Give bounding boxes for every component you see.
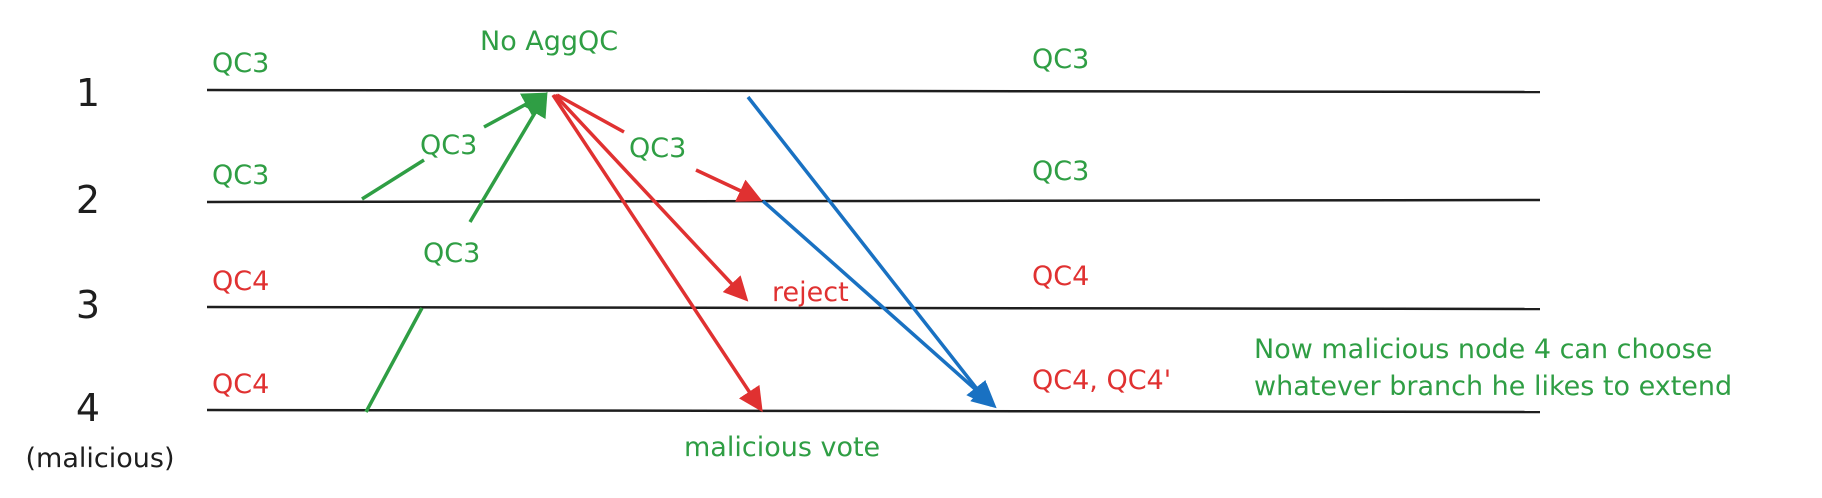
left-qc-node-2: QC3 — [212, 160, 269, 191]
left-qc-node-4: QC4 — [212, 369, 269, 400]
right-qc-node-4: QC4, QC4' — [1032, 365, 1171, 396]
node-label-1: 1 — [76, 71, 100, 115]
label-malicious-vote: malicious vote — [684, 432, 880, 463]
arrow-node4-to-node1 — [364, 96, 545, 413]
arrow-node1-to-node2 — [556, 93, 758, 199]
right-qc-node-2: QC3 — [1032, 156, 1089, 187]
node-sublabel-4: (malicious) — [26, 443, 175, 474]
right-qc-node-1: QC3 — [1032, 44, 1089, 75]
label-reject: reject — [772, 277, 849, 308]
timeline-node-2 — [206, 198, 1541, 204]
left-qc-node-3: QC4 — [212, 266, 269, 297]
arrow-node1-to-node4 — [551, 94, 763, 413]
right-qc-node-3: QC4 — [1032, 261, 1089, 292]
timeline-node-3 — [206, 305, 1541, 311]
note-line-1: Now malicious node 4 can choose — [1254, 334, 1712, 365]
timeline-node-4 — [206, 408, 1541, 414]
blue-arrow-from-node1 — [746, 95, 992, 407]
label-qc3-to-node2: QC3 — [629, 133, 686, 164]
node-label-3: 3 — [76, 283, 100, 327]
node-label-4: 4 — [76, 386, 100, 430]
arrow-node1-to-node3 — [553, 93, 749, 302]
label-no-aggqc: No AggQC — [480, 26, 618, 57]
timeline-node-1 — [206, 88, 1541, 94]
blue-arrow-from-node2 — [761, 199, 997, 409]
note-line-2: whatever branch he likes to extend — [1254, 371, 1732, 402]
left-qc-node-1: QC3 — [212, 48, 269, 79]
node-label-2: 2 — [76, 178, 100, 222]
label-qc3-from-node4: QC3 — [423, 238, 480, 269]
label-qc3-from-node2: QC3 — [420, 130, 477, 161]
